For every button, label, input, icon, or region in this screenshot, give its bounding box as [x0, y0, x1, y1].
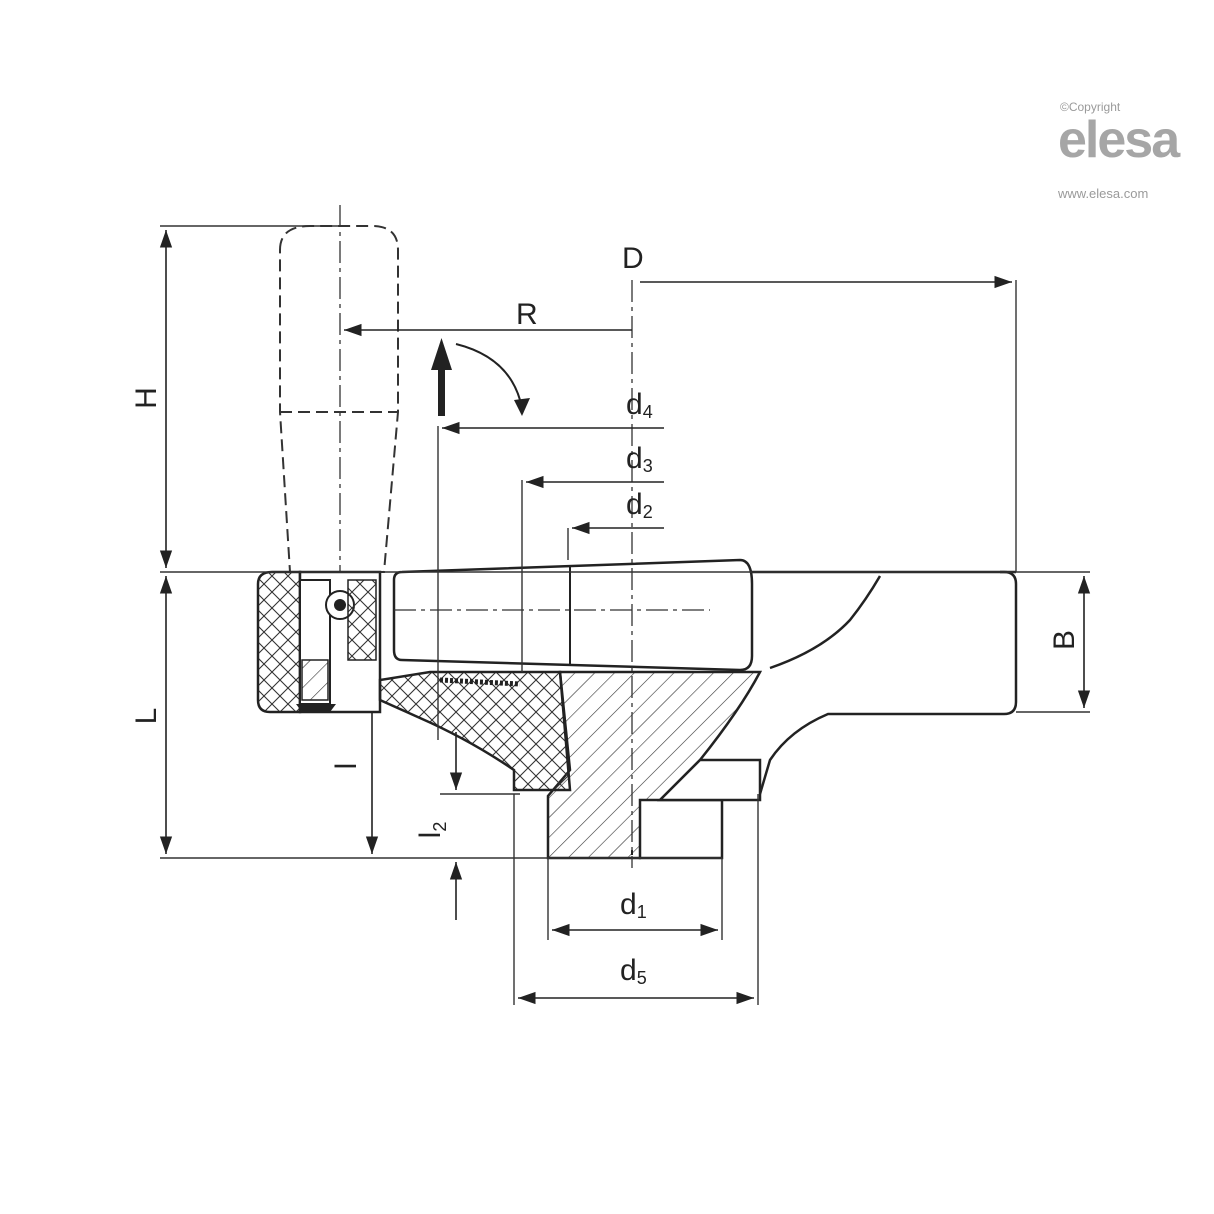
label-l: l: [330, 763, 363, 770]
rotation-arrow-icon: [431, 338, 530, 416]
extension-lines: [160, 225, 1090, 1005]
label-B: B: [1048, 630, 1081, 650]
label-d2: d2: [626, 488, 653, 522]
folding-handle-folded: [392, 558, 754, 672]
elesa-logo: elesa: [1058, 111, 1180, 169]
website-url: www.elesa.com: [1058, 186, 1149, 201]
label-d3: d3: [626, 442, 653, 476]
label-D: D: [622, 242, 644, 275]
label-H: H: [130, 387, 163, 409]
label-R: R: [516, 298, 538, 331]
label-d1: d1: [620, 888, 647, 922]
spoke-arm: [750, 570, 1018, 795]
hub-section: [378, 670, 763, 860]
label-L: L: [130, 708, 163, 725]
folding-handle-raised: [279, 225, 399, 573]
label-d4: d4: [626, 388, 653, 422]
label-l2: l2: [414, 822, 450, 839]
label-d5: d5: [620, 954, 647, 988]
dimension-lines: [159, 230, 1091, 1005]
copyright-text: ©Copyright: [1060, 100, 1121, 114]
rim-section: [256, 570, 382, 714]
